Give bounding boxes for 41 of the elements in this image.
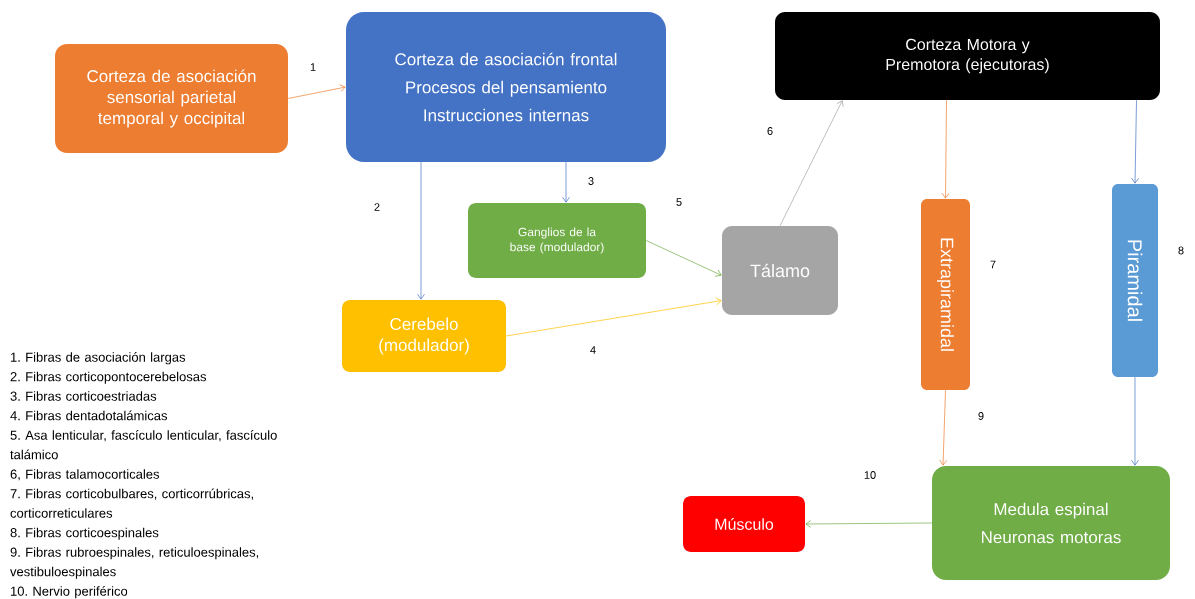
- arrow: [805, 520, 933, 528]
- process-box: Músculo: [683, 496, 805, 552]
- edge-label: 10: [864, 471, 876, 479]
- legend-text: 4. Fibras dentadotalámicas: [10, 410, 168, 421]
- process-box: Corteza de asociación frontal Procesos del pensamiento Instrucciones internas: [346, 12, 666, 162]
- arrow: [941, 99, 950, 199]
- process-box: Medula espinal Neuronas motoras: [932, 466, 1170, 580]
- arrow: [645, 240, 722, 277]
- edge-label: 1: [310, 63, 316, 71]
- arrow: [939, 389, 948, 466]
- arrow: [1131, 376, 1139, 466]
- pathway-number: 8: [1178, 246, 1184, 255]
- edge-label: 6: [767, 127, 773, 135]
- arrow: [1131, 99, 1139, 184]
- process-box: Corteza de asociación sensorial parietal temporal y occipital: [55, 44, 288, 153]
- edge-label: 5: [676, 198, 682, 206]
- legend-text: 9. Fibras rubroespinales, reticuloespinales, vestibuloespinales: [10, 547, 259, 579]
- pathway-box: Piramidal: [1112, 184, 1158, 377]
- edge-label: 3: [588, 177, 594, 185]
- edge-label: 4: [590, 346, 596, 354]
- arrow: [287, 84, 346, 99]
- legend-text: 2. Fibras corticopontocerebelosas: [10, 371, 207, 384]
- pathway-number: 7: [990, 260, 996, 269]
- legend-text: 3. Fibras corticoestriadas: [10, 391, 157, 401]
- edge-label: 9: [978, 412, 984, 420]
- legend-text: 1. Fibras de asociación largas: [11, 352, 186, 365]
- arrow: [505, 297, 722, 337]
- arrow: [779, 100, 844, 227]
- legend-text: 6, Fibras talamocorticales: [10, 469, 160, 481]
- process-box: Tálamo: [722, 226, 838, 315]
- edge-label: 2: [374, 203, 380, 211]
- process-box: Ganglios de la base (modulador): [468, 203, 646, 278]
- legend-text: 7. Fibras corticobulbares, corticorrúbricas, corticorreticulares: [10, 488, 253, 518]
- arrow: [417, 161, 425, 300]
- legend-text: 10. Nervio periférico: [11, 586, 128, 599]
- legend-text: 5. Asa lenticular, fascículo lenticular, fascículo talámico: [10, 430, 277, 460]
- legend-text: 8. Fibras corticoespinales: [10, 527, 159, 540]
- process-box: Cerebelo (modulador): [342, 300, 506, 372]
- pathway-box: Extrapiramidal: [921, 199, 970, 390]
- process-box: Corteza Motora y Premotora (ejecutoras): [775, 12, 1160, 100]
- arrow: [562, 161, 570, 203]
